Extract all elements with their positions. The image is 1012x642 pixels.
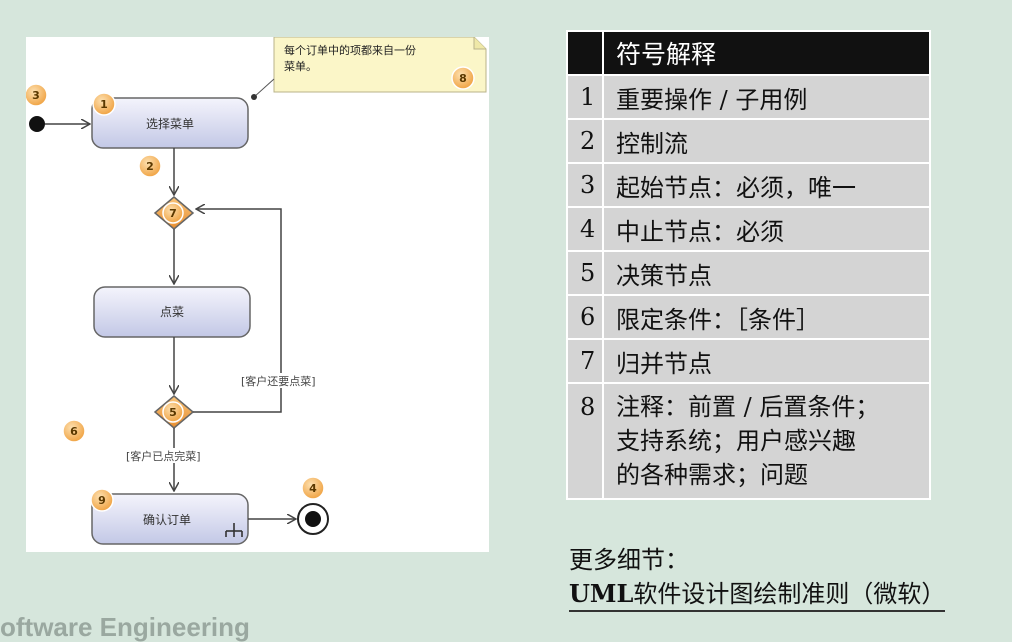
badge-3: 3 xyxy=(26,83,48,107)
badge-9: 9 xyxy=(90,488,114,512)
legend-row-text-line: 支持系统；用户感兴趣 xyxy=(616,427,856,455)
legend-row-text-multiline: 注释：前置 / 后置条件； 支持系统；用户感兴趣 的各种需求；问题 xyxy=(602,382,931,500)
svg-text:1: 1 xyxy=(100,98,108,111)
final-node xyxy=(297,503,329,535)
footer-course-title: oftware Engineering xyxy=(0,612,250,642)
legend-row-text: 控制流 xyxy=(602,118,931,164)
legend-row-text: 归并节点 xyxy=(602,338,931,384)
svg-text:9: 9 xyxy=(98,494,106,507)
svg-text:3: 3 xyxy=(32,89,40,102)
badge-4: 4 xyxy=(301,476,325,500)
guard-bg xyxy=(238,373,336,388)
badge-8: 8 xyxy=(451,66,475,90)
badge-5: 5 xyxy=(162,401,184,423)
action-select-menu-label: 选择菜单 xyxy=(146,117,194,131)
legend-row: 5 决策节点 xyxy=(566,250,931,296)
legend-row-text: 决策节点 xyxy=(602,250,931,296)
legend-row: 4 中止节点：必须 xyxy=(566,206,931,252)
action-order-dish xyxy=(93,286,251,338)
legend-row: 6 限定条件：［条件］ xyxy=(566,294,931,340)
legend-row-text: 中止节点：必须 xyxy=(602,206,931,252)
legend-row-text-line: 注释：前置 / 后置条件； xyxy=(616,393,880,421)
legend-header-row: 符号解释 xyxy=(566,30,931,76)
legend-row: 3 起始节点：必须，唯一 xyxy=(566,162,931,208)
badge-7: 7 xyxy=(162,202,184,224)
legend-row-num: 5 xyxy=(566,250,604,296)
svg-text:7: 7 xyxy=(169,207,177,220)
legend-row-num: 8 xyxy=(566,382,604,500)
guard-done: [客户已点完菜] xyxy=(126,449,201,463)
badge-1: 1 xyxy=(92,92,116,116)
svg-text:8: 8 xyxy=(459,72,467,85)
legend-row-num: 2 xyxy=(566,118,604,164)
legend-row: 1 重要操作 / 子用例 xyxy=(566,74,931,120)
svg-text:5: 5 xyxy=(169,406,177,419)
legend-row-num: 4 xyxy=(566,206,604,252)
note-text-line2: 菜单。 xyxy=(284,60,317,73)
legend-row-num: 7 xyxy=(566,338,604,384)
legend-row: 8 注释：前置 / 后置条件； 支持系统；用户感兴趣 的各种需求；问题 xyxy=(566,382,931,500)
legend-row-num: 1 xyxy=(566,74,604,120)
uml-guidelines-link-text: 软件设计图绘制准则（微软） xyxy=(633,580,946,608)
legend-row: 2 控制流 xyxy=(566,118,931,164)
legend-row-text: 重要操作 / 子用例 xyxy=(602,74,931,120)
note-anchor-line xyxy=(253,78,275,98)
action-order-dish-label: 点菜 xyxy=(160,305,184,319)
activity-diagram: 每个订单中的项都来自一份 菜单。 选择菜单 点菜 [客户还要点菜] [客户已 xyxy=(26,37,489,552)
legend-row-num: 3 xyxy=(566,162,604,208)
action-confirm-order-label: 确认订单 xyxy=(143,513,191,527)
legend-row-text-line: 的各种需求；问题 xyxy=(616,461,808,489)
legend-row-num: 6 xyxy=(566,294,604,340)
legend-row-text: 限定条件：［条件］ xyxy=(602,294,931,340)
start-node xyxy=(29,116,45,132)
legend-header-blank xyxy=(566,30,604,76)
rake-icon xyxy=(225,523,243,537)
svg-text:2: 2 xyxy=(146,160,154,173)
loop-back-arrow xyxy=(193,209,282,413)
legend-table: 符号解释 1 重要操作 / 子用例 2 控制流 3 起始节点：必须，唯一 4 中… xyxy=(566,30,931,500)
note-shape: 每个订单中的项都来自一份 菜单。 xyxy=(273,37,487,93)
legend-row: 7 归并节点 xyxy=(566,338,931,384)
svg-text:4: 4 xyxy=(309,482,317,495)
note-text-line1: 每个订单中的项都来自一份 xyxy=(284,43,416,57)
legend-row-text: 起始节点：必须，唯一 xyxy=(602,162,931,208)
guard-bg-2 xyxy=(124,448,222,463)
uml-guidelines-link[interactable]: UML软件设计图绘制准则（微软） xyxy=(569,574,946,612)
badge-2: 2 xyxy=(138,154,162,178)
guard-more-dishes: [客户还要点菜] xyxy=(241,374,316,388)
more-details-label: 更多细节： xyxy=(569,546,689,574)
action-select-menu xyxy=(91,97,249,149)
svg-text:6: 6 xyxy=(70,425,78,438)
activity-diagram-svg: 每个订单中的项都来自一份 菜单。 选择菜单 点菜 [客户还要点菜] [客户已 xyxy=(26,37,487,545)
badge-6: 6 xyxy=(62,419,86,443)
uml-guidelines-link-bold: UML xyxy=(569,579,634,608)
legend-header: 符号解释 xyxy=(602,30,931,76)
note-anchor-dot xyxy=(251,94,257,100)
